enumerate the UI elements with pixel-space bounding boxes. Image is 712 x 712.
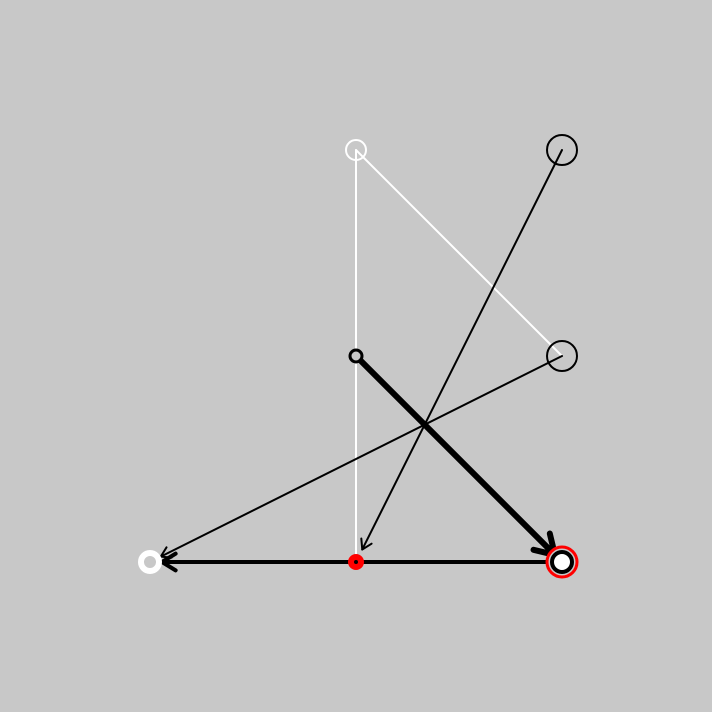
edge-line [361, 149, 563, 551]
edge-top-right-to-bottom-center [360, 149, 563, 551]
node-mid-center [348, 348, 364, 364]
node-circle [138, 550, 162, 574]
node-inner-ring [550, 550, 574, 574]
node-circle [546, 134, 578, 166]
node-mid-right [546, 340, 578, 372]
edge-line [159, 355, 563, 558]
node-bottom-center [348, 554, 364, 570]
node-bottom-left [138, 550, 162, 574]
node-circle [345, 139, 367, 161]
node-circle [348, 348, 364, 364]
node-top-center [345, 139, 367, 161]
edge-line [355, 149, 563, 357]
edge-line [353, 353, 558, 558]
node-center-dot [354, 560, 358, 564]
node-bottom-right [545, 545, 579, 579]
edge-top-center-to-mid-right [355, 149, 563, 357]
node-top-right [546, 134, 578, 166]
arrowhead [360, 537, 373, 551]
nodes-layer [138, 134, 579, 579]
node-circle [546, 340, 578, 372]
